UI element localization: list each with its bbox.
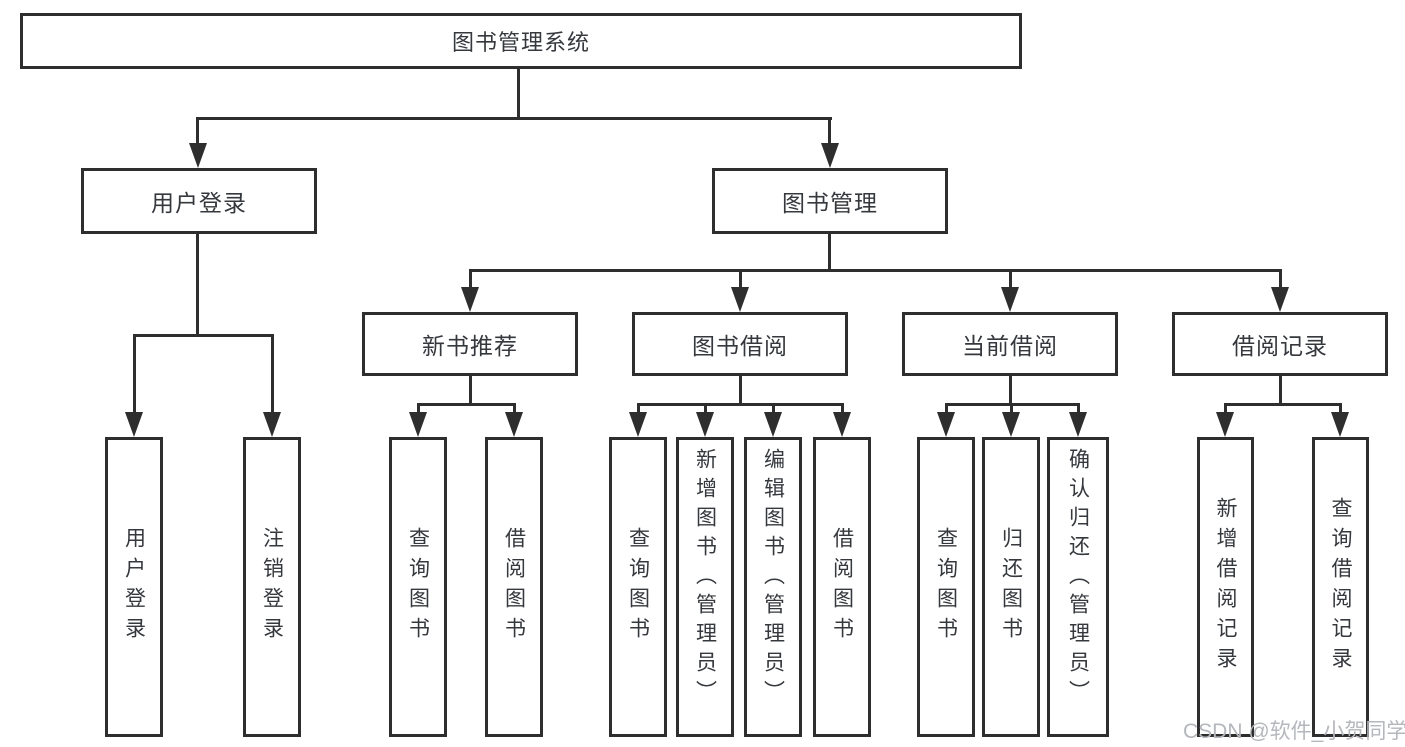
connector-line bbox=[637, 403, 844, 406]
leaf-user-login-label: 用户登录 bbox=[122, 527, 146, 647]
arrowhead-down-icon bbox=[1216, 412, 1234, 437]
node-new-book-recommend: 新书推荐 bbox=[362, 312, 578, 376]
leaf-records-add-record-label: 新增借阅记录 bbox=[1214, 497, 1237, 677]
connector-line bbox=[1077, 403, 1080, 415]
node-book-management-label: 图书管理 bbox=[782, 190, 878, 216]
leaf-records-query-record-label: 查询借阅记录 bbox=[1329, 497, 1352, 677]
connector-line bbox=[196, 117, 199, 147]
leaf-recommend-borrow-books: 借阅图书 bbox=[485, 437, 543, 737]
connector-line bbox=[739, 376, 742, 405]
connector-line bbox=[637, 403, 640, 415]
connector-line bbox=[1009, 269, 1012, 291]
leaf-logout-label: 注销登录 bbox=[260, 527, 284, 647]
leaf-user-login: 用户登录 bbox=[105, 437, 163, 737]
arrowhead-down-icon bbox=[1271, 287, 1289, 312]
csdn-watermark: CSDN @软件_小贺同学 bbox=[1183, 720, 1405, 743]
connector-line bbox=[945, 403, 948, 415]
connector-line bbox=[469, 269, 1282, 272]
node-root: 图书管理系统 bbox=[20, 13, 1022, 69]
connector-line bbox=[513, 403, 516, 415]
node-borrow-records-label: 借阅记录 bbox=[1232, 333, 1328, 359]
leaf-current-query-books: 查询图书 bbox=[917, 437, 975, 737]
arrowhead-down-icon bbox=[125, 412, 143, 437]
node-new-book-recommend-label: 新书推荐 bbox=[422, 333, 518, 359]
leaf-borrow-query-books-label: 查询图书 bbox=[626, 527, 650, 647]
connector-line bbox=[1010, 403, 1013, 415]
connector-line bbox=[133, 334, 136, 414]
arrowhead-down-icon bbox=[263, 412, 281, 437]
connector-line bbox=[1224, 403, 1342, 406]
leaf-recommend-query-books: 查询图书 bbox=[389, 437, 447, 737]
leaf-borrow-borrow-books-label: 借阅图书 bbox=[830, 527, 854, 647]
leaf-borrow-borrow-books: 借阅图书 bbox=[813, 437, 871, 737]
arrowhead-down-icon bbox=[821, 143, 839, 168]
leaf-current-return-books-label: 归还图书 bbox=[999, 527, 1023, 647]
connector-line bbox=[517, 68, 520, 119]
leaf-records-query-record: 查询借阅记录 bbox=[1312, 437, 1369, 737]
connector-line bbox=[841, 403, 844, 415]
connector-line bbox=[417, 403, 516, 406]
arrowhead-down-icon bbox=[731, 287, 749, 312]
leaf-borrow-edit-books-admin-label: 编辑图书（管理员） bbox=[761, 448, 785, 709]
connector-line bbox=[1279, 269, 1282, 291]
connector-line bbox=[1339, 403, 1342, 415]
connector-line bbox=[1279, 376, 1282, 405]
connector-line bbox=[828, 117, 831, 147]
leaf-current-confirm-return-admin: 确认归还（管理员） bbox=[1047, 437, 1109, 737]
connector-line bbox=[828, 233, 831, 271]
leaf-records-add-record: 新增借阅记录 bbox=[1197, 437, 1254, 737]
connector-line bbox=[469, 376, 472, 405]
connector-line bbox=[704, 403, 707, 415]
leaf-current-return-books: 归还图书 bbox=[982, 437, 1040, 737]
arrowhead-down-icon bbox=[629, 412, 647, 437]
leaf-borrow-query-books: 查询图书 bbox=[609, 437, 667, 737]
node-current-borrow: 当前借阅 bbox=[902, 312, 1118, 376]
leaf-borrow-add-books-admin-label: 新增图书（管理员） bbox=[693, 448, 717, 709]
node-borrow-records: 借阅记录 bbox=[1172, 312, 1388, 376]
node-current-borrow-label: 当前借阅 bbox=[962, 333, 1058, 359]
arrowhead-down-icon bbox=[1002, 412, 1020, 437]
arrowhead-down-icon bbox=[189, 143, 207, 168]
connector-line bbox=[271, 334, 274, 414]
connector-line bbox=[196, 117, 832, 120]
node-book-borrow: 图书借阅 bbox=[632, 312, 848, 376]
connector-line bbox=[1009, 376, 1012, 405]
arrowhead-down-icon bbox=[461, 287, 479, 312]
arrowhead-down-icon bbox=[505, 412, 523, 437]
connector-line bbox=[739, 269, 742, 291]
arrowhead-down-icon bbox=[937, 412, 955, 437]
connector-line bbox=[469, 269, 472, 291]
node-book-management: 图书管理 bbox=[712, 168, 948, 234]
connector-line bbox=[196, 233, 199, 336]
node-user-login: 用户登录 bbox=[81, 168, 317, 234]
leaf-logout: 注销登录 bbox=[243, 437, 301, 737]
connector-line bbox=[133, 334, 274, 337]
arrowhead-down-icon bbox=[409, 412, 427, 437]
leaf-current-query-books-label: 查询图书 bbox=[934, 527, 958, 647]
connector-line bbox=[772, 403, 775, 415]
node-user-login-label: 用户登录 bbox=[151, 190, 247, 216]
arrowhead-down-icon bbox=[1069, 412, 1087, 437]
arrowhead-down-icon bbox=[833, 412, 851, 437]
leaf-borrow-edit-books-admin: 编辑图书（管理员） bbox=[744, 437, 802, 737]
node-book-borrow-label: 图书借阅 bbox=[692, 333, 788, 359]
arrowhead-down-icon bbox=[764, 412, 782, 437]
arrowhead-down-icon bbox=[696, 412, 714, 437]
leaf-current-confirm-return-admin-label: 确认归还（管理员） bbox=[1066, 448, 1090, 709]
leaf-recommend-borrow-books-label: 借阅图书 bbox=[502, 527, 526, 647]
arrowhead-down-icon bbox=[1001, 287, 1019, 312]
connector-line bbox=[1224, 403, 1227, 415]
leaf-recommend-query-books-label: 查询图书 bbox=[406, 527, 430, 647]
leaf-borrow-add-books-admin: 新增图书（管理员） bbox=[676, 437, 734, 737]
arrowhead-down-icon bbox=[1331, 412, 1349, 437]
connector-line bbox=[417, 403, 420, 415]
node-root-label: 图书管理系统 bbox=[451, 30, 590, 55]
